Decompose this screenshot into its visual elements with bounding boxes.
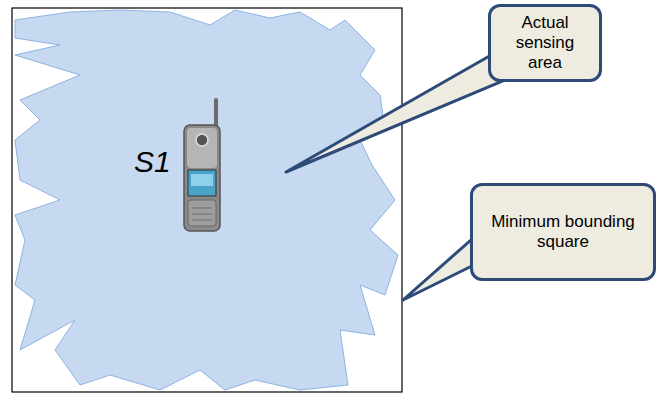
callout-tail — [403, 232, 480, 300]
bounding-square — [12, 8, 402, 392]
phone-icon — [184, 100, 220, 231]
sensing-area — [15, 10, 398, 390]
callout-text: Actual sensing area — [508, 13, 582, 73]
callout-text: Minimum bounding square — [490, 212, 636, 252]
callout-box: Actual sensing area — [488, 4, 602, 82]
sensor-label: S1 — [134, 145, 171, 179]
callout-box: Minimum bounding square — [470, 183, 656, 281]
